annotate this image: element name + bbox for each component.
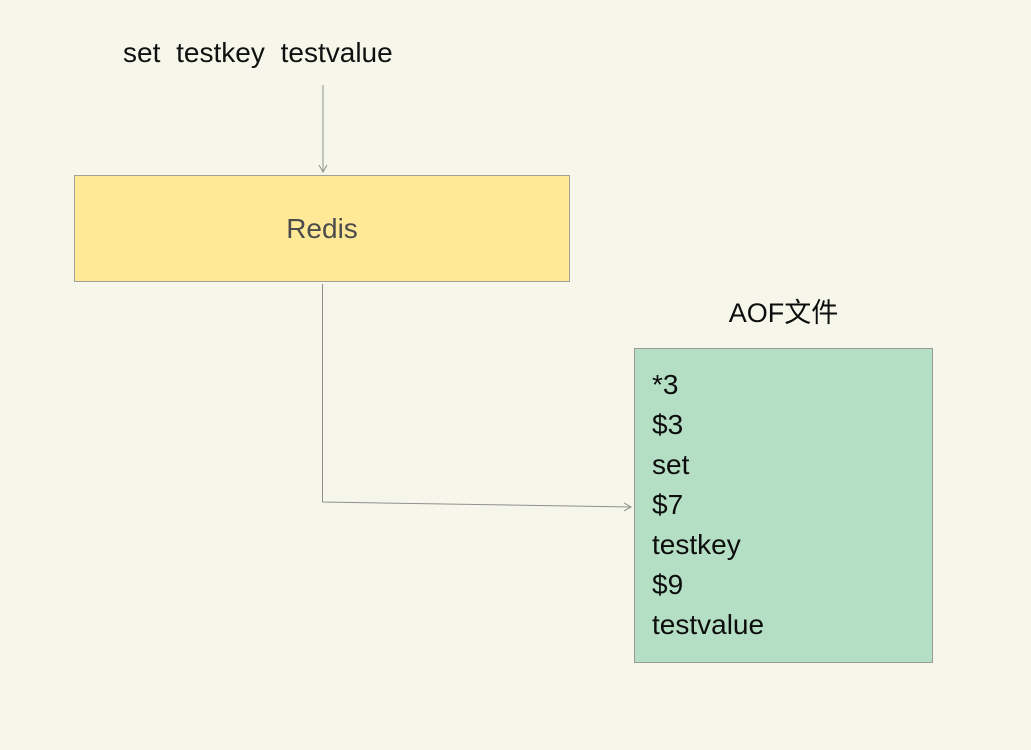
aof-file-content: *3 $3 set $7 testkey $9 testvalue — [635, 349, 932, 645]
aof-line-bulk-len-2: $7 — [652, 489, 684, 520]
redis-box-label: Redis — [286, 212, 358, 244]
aof-line-value: testvalue — [652, 609, 765, 640]
aof-line-command: set — [652, 449, 690, 480]
aof-line-bulk-len-1: $3 — [652, 409, 684, 440]
aof-line-key: testkey — [652, 529, 741, 560]
redis-box: Redis — [74, 175, 570, 282]
redis-command-text: set testkey testvalue — [123, 37, 393, 68]
aof-file-box: *3 $3 set $7 testkey $9 testvalue — [634, 348, 933, 663]
aof-line-bulk-len-3: $9 — [652, 569, 684, 600]
aof-file-title: AOF文件 — [728, 298, 839, 328]
aof-line-array-count: *3 — [652, 369, 679, 400]
arrow-redis-to-aof — [322, 284, 633, 512]
